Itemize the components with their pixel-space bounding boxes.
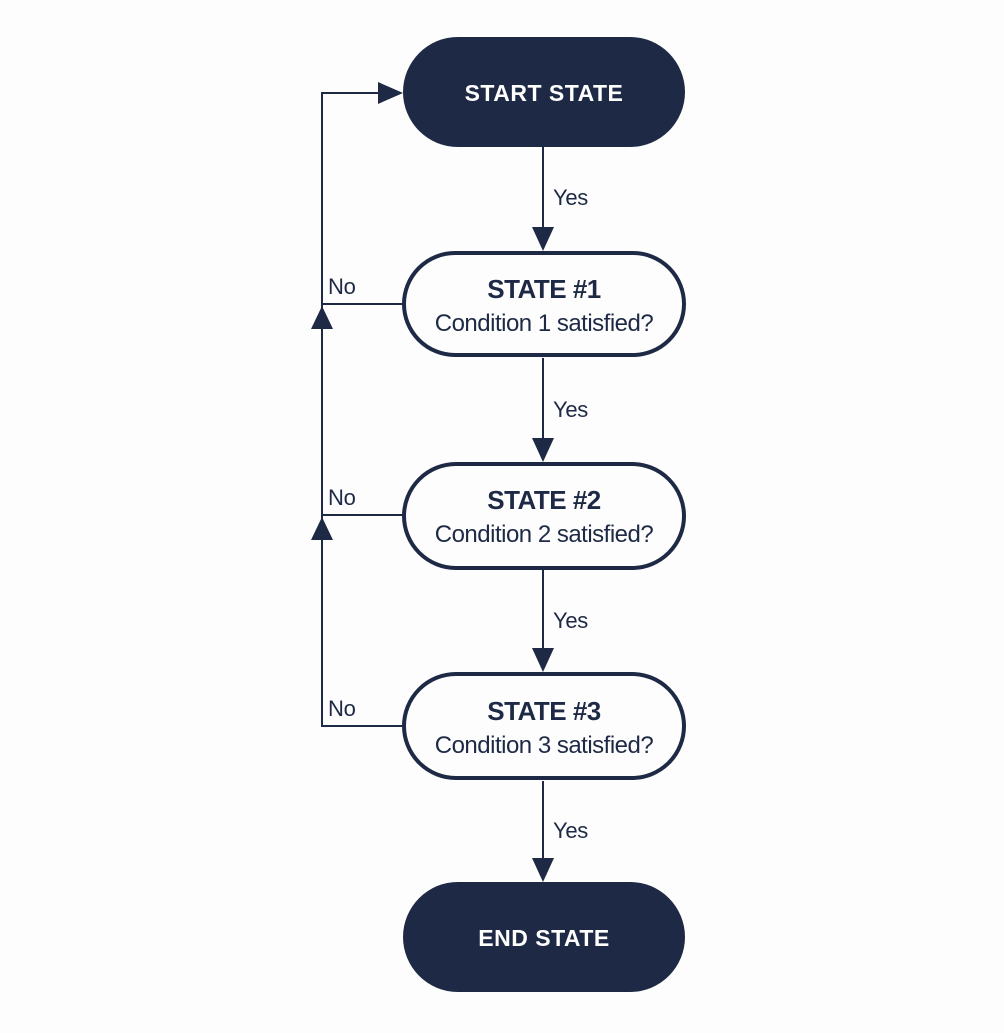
- node-state2-shape: [402, 462, 686, 570]
- node-end: END STATE: [403, 882, 685, 992]
- node-state1-subtitle: Condition 1 satisfied?: [435, 310, 654, 337]
- node-state2-subtitle: Condition 2 satisfied?: [435, 521, 654, 548]
- node-state1: STATE #1 Condition 1 satisfied?: [402, 251, 686, 357]
- node-state2-title: STATE #2: [487, 485, 601, 515]
- no-return-trunk-line: [321, 92, 403, 727]
- node-state3: STATE #3 Condition 3 satisfied?: [402, 672, 686, 780]
- node-state1-title: STATE #1: [487, 274, 601, 304]
- node-start-label: START STATE: [465, 80, 624, 106]
- yes-label-4: Yes: [553, 818, 588, 843]
- node-start: START STATE: [403, 37, 685, 147]
- node-state3-subtitle: Condition 3 satisfied?: [435, 732, 654, 759]
- node-state3-title: STATE #3: [487, 696, 601, 726]
- node-state1-shape: [402, 251, 686, 357]
- node-state3-shape: [402, 672, 686, 780]
- arrowhead-up-junction2-icon: [311, 517, 333, 540]
- node-state2: STATE #2 Condition 2 satisfied?: [402, 462, 686, 570]
- no-label-state3: No: [328, 696, 356, 721]
- yes-label-3: Yes: [553, 608, 588, 633]
- arrowhead-down-1-icon: [532, 227, 554, 251]
- arrowhead-up-junction1-icon: [311, 306, 333, 329]
- yes-label-2: Yes: [553, 397, 588, 422]
- arrowhead-down-2-icon: [532, 438, 554, 462]
- node-end-label: END STATE: [478, 925, 609, 951]
- arrowhead-down-4-icon: [532, 858, 554, 882]
- node-end-shape: [403, 882, 685, 992]
- yes-label-1: Yes: [553, 185, 588, 210]
- node-start-shape: [403, 37, 685, 147]
- no-label-state2: No: [328, 485, 356, 510]
- no-label-state1: No: [328, 274, 356, 299]
- arrowhead-down-3-icon: [532, 648, 554, 672]
- arrowhead-right-into-start-icon: [378, 82, 403, 104]
